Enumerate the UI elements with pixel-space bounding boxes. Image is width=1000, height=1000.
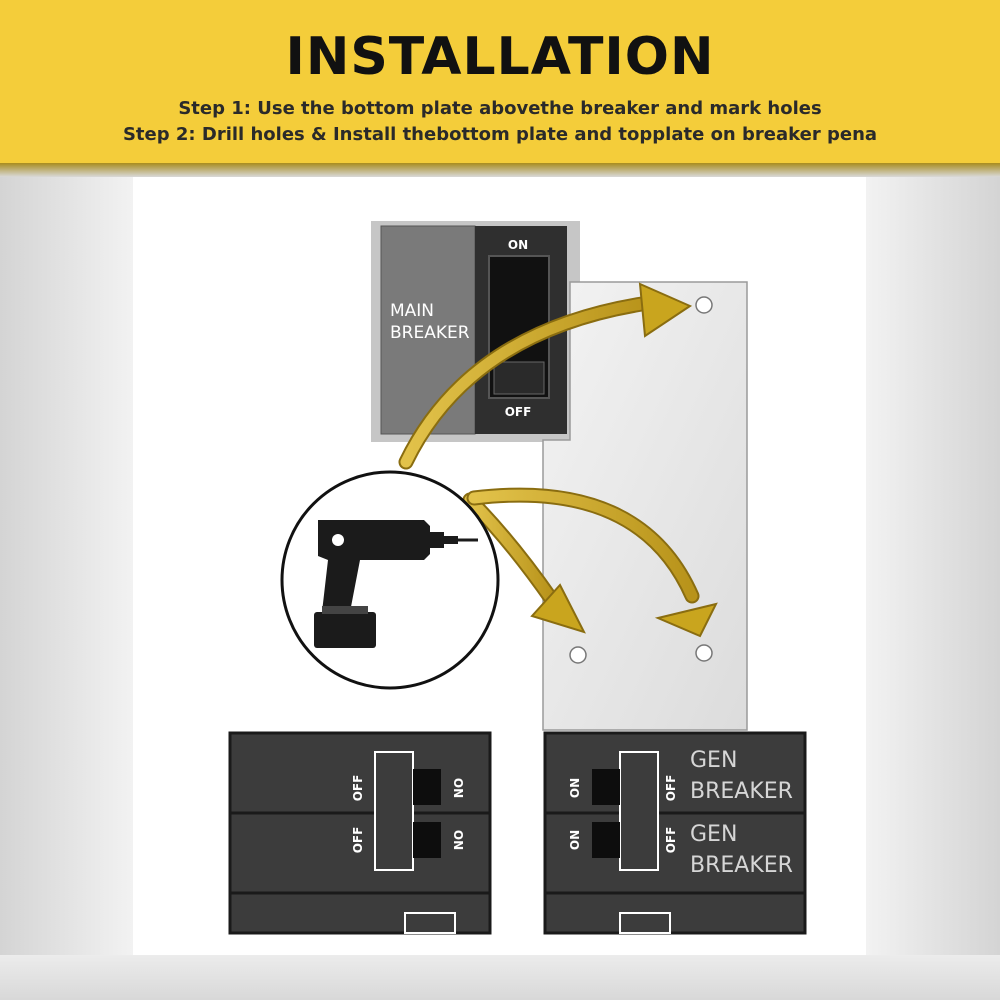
curved-arrow-icon [398,282,693,470]
gen-on-label-2: ON [568,830,582,850]
main-breaker-on-label: ON [508,238,528,252]
gen-breaker-toggle [619,751,659,871]
step-2-text: Step 2: Drill holes & Install thebottom … [122,124,878,145]
left-wall [0,177,133,1000]
curved-arrow-icon [462,492,586,634]
main-breaker-toggle [493,361,545,395]
plate-hole-top [695,296,713,314]
banner-shadow [0,163,1000,177]
drill-icon [280,470,500,690]
main-breaker-label-2: BREAKER [390,323,470,343]
left-panel-body [228,731,492,935]
left-on-label-2: ON [451,830,465,850]
gen-off-label-1: OFF [664,775,678,802]
main-breaker-off-label: OFF [505,405,532,419]
gen-breaker-label-2a: GEN [690,822,737,847]
gen-off-label-2: OFF [664,827,678,854]
left-off-label-1: OFF [351,775,365,802]
gen-breaker-label-1b: BREAKER [690,779,793,804]
gen-breaker-panel: ON OFF ON OFF GEN BREAKER GEN BREAKER [543,731,807,935]
step-1-text: Step 1: Use the bottom plate abovethe br… [178,98,822,119]
floor [0,955,1000,1000]
gen-breaker-label-1a: GEN [690,748,737,773]
gen-breaker-label-2b: BREAKER [690,853,793,878]
left-off-label-2: OFF [351,827,365,854]
gen-on-label-1: ON [568,778,582,798]
left-on-label-1: ON [451,778,465,798]
right-panel-body [543,731,807,935]
plate-hole-bottom-right [695,644,713,662]
main-breaker: MAIN BREAKER ON OFF [371,221,580,442]
page-title: INSTALLATION [285,27,715,87]
right-wall [866,177,1000,1000]
plate-hole-bottom-left [569,646,587,664]
left-breaker-toggle [374,751,414,871]
left-breaker-panel: OFF ON OFF ON [228,731,492,935]
header-banner [0,0,1000,163]
curved-arrow-icon [466,487,718,638]
main-breaker-label-1: MAIN [390,301,434,321]
